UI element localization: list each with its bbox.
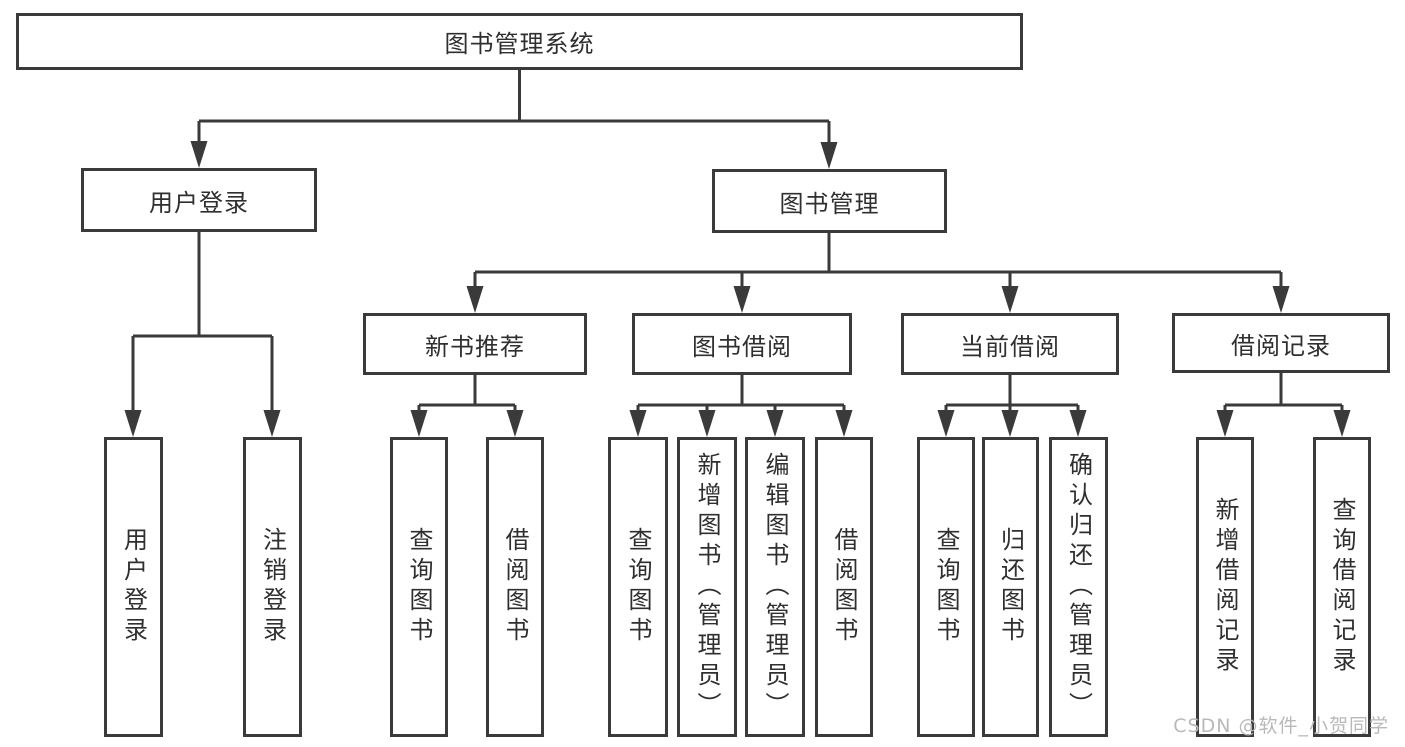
node-current-confirm-return-admin: 确认归还（管理员） bbox=[1049, 437, 1108, 737]
node-newrec-borrow-books: 借阅图书 bbox=[486, 437, 544, 737]
node-user-login-group: 用户登录 bbox=[81, 168, 317, 232]
node-records-query-record: 查询借阅记录 bbox=[1313, 437, 1371, 737]
node-book-borrowing: 图书借阅 bbox=[632, 313, 852, 375]
node-book-management-system: 图书管理系统 bbox=[16, 13, 1023, 70]
node-borrow-query-books: 查询图书 bbox=[608, 437, 668, 737]
node-borrow-edit-books-admin: 编辑图书（管理员） bbox=[745, 437, 805, 737]
csdn-watermark: CSDN @软件_小贺同学 bbox=[1173, 715, 1389, 737]
node-current-borrowing: 当前借阅 bbox=[901, 313, 1119, 375]
node-book-management-group: 图书管理 bbox=[712, 169, 947, 233]
node-borrow-add-books-admin: 新增图书（管理员） bbox=[677, 437, 737, 737]
node-new-book-recommend: 新书推荐 bbox=[363, 313, 587, 375]
node-current-return-books: 归还图书 bbox=[982, 437, 1039, 737]
node-borrowing-records: 借阅记录 bbox=[1172, 313, 1390, 373]
node-borrow-borrow-books: 借阅图书 bbox=[815, 437, 873, 737]
node-current-query-books: 查询图书 bbox=[917, 437, 975, 737]
node-logout: 注销登录 bbox=[243, 437, 302, 737]
node-user-login: 用户登录 bbox=[104, 437, 163, 737]
node-newrec-query-books: 查询图书 bbox=[390, 437, 448, 737]
node-records-add-record: 新增借阅记录 bbox=[1196, 437, 1254, 737]
